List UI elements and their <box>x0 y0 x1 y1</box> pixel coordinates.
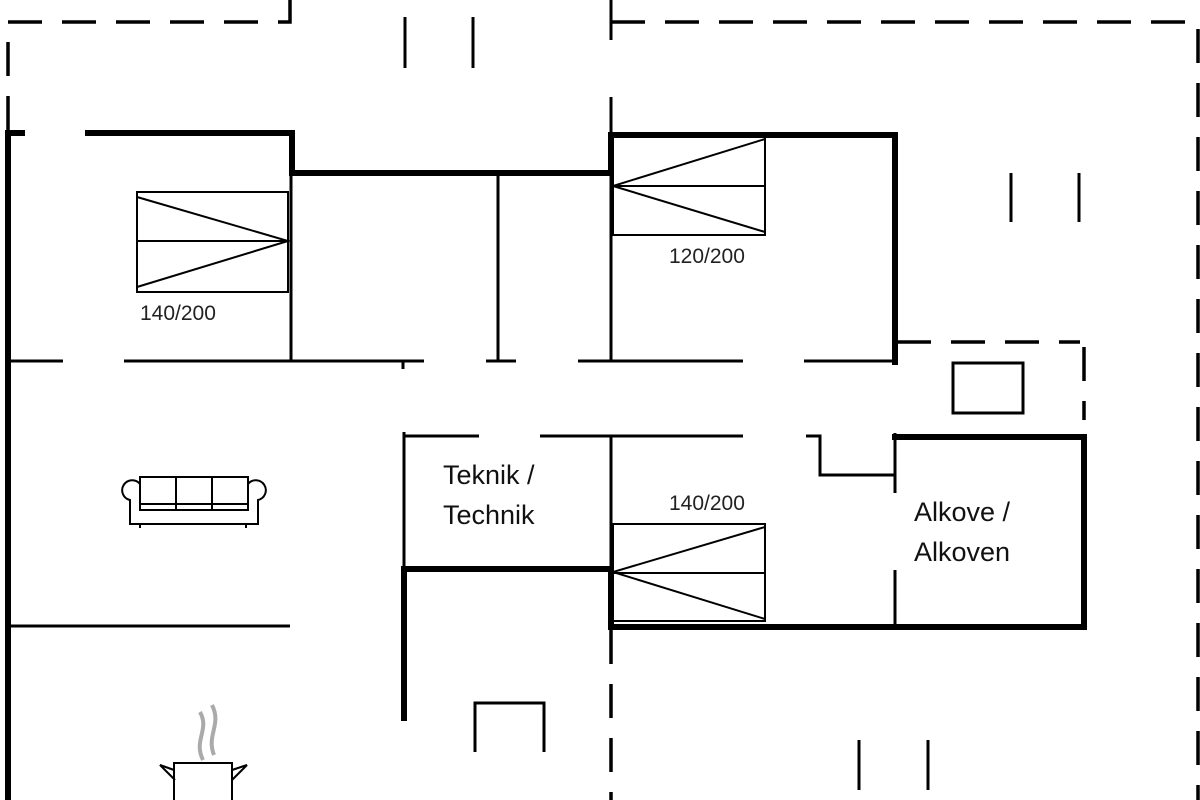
interior-walls <box>8 97 1025 752</box>
room-label-alkove: Alkove / Alkoven <box>914 492 1010 572</box>
room-label-teknik: Teknik / Technik <box>443 455 535 535</box>
exterior-walls <box>5 130 1087 800</box>
dashed-outline <box>6 0 1200 800</box>
window-icon <box>403 17 1081 790</box>
room-label-line: Alkove / <box>914 497 1011 527</box>
bed-icon <box>609 523 766 622</box>
room-label-line: Teknik / <box>443 460 535 490</box>
bed-icon <box>136 191 292 293</box>
bed-size-label: 120/200 <box>669 245 745 268</box>
bed-size-label: 140/200 <box>140 302 216 325</box>
sofa-icon <box>121 476 267 528</box>
cooking-pot-icon <box>159 704 248 800</box>
room-label-line: Alkoven <box>914 537 1011 567</box>
room-label-line: Technik <box>443 500 535 530</box>
bed-size-label: 140/200 <box>669 492 745 515</box>
bed-icon <box>609 136 766 236</box>
